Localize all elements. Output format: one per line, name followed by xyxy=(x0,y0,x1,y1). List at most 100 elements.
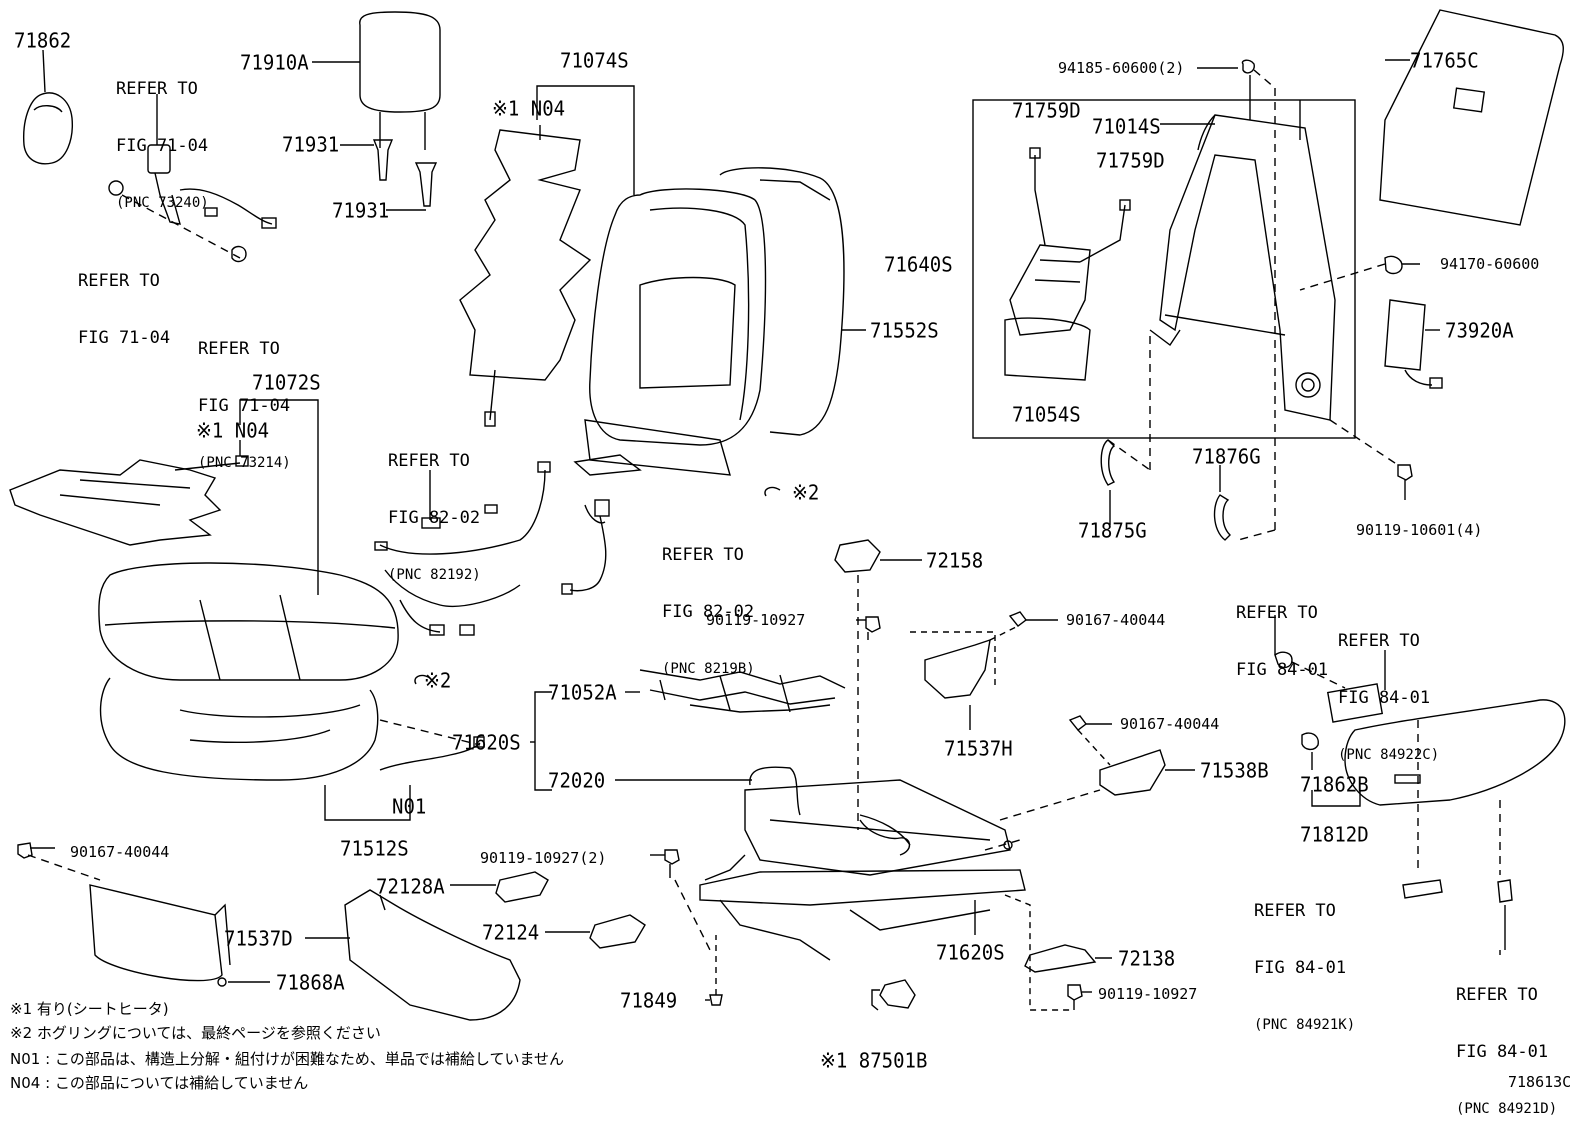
clip-71849-drawing xyxy=(705,935,723,1006)
headrest-guide-drawing xyxy=(340,139,438,211)
clip-94170-drawing xyxy=(1299,255,1420,291)
refer-to-fig-84-01-pnc-84921d: REFER TO FIG 84-01 (PNC 84921D) xyxy=(1456,948,1557,1138)
part-71876g-label: 71876G xyxy=(1192,444,1261,469)
refer-to-fig-71-04-pnc-73214: REFER TO FIG 71-04 (PNC 73214) xyxy=(198,302,291,492)
seat-cushion-drawing xyxy=(98,562,399,781)
part-94185-label: 94185-60600(2) xyxy=(1058,59,1185,77)
part-72158-label: 72158 xyxy=(926,548,984,573)
cover-71537d-drawing xyxy=(305,889,521,1021)
refer-line-1: REFER TO xyxy=(78,271,160,291)
refer-line-3: (PNC 82192) xyxy=(388,567,481,583)
part-90167-40044-label-b: 90167-40044 xyxy=(1120,715,1220,733)
refer-line-1: REFER TO xyxy=(1236,603,1318,623)
part-71931-label-b: 71931 xyxy=(332,198,390,223)
part-71072s-label: 71072S xyxy=(252,370,321,395)
part-90167-40044-label-a: 90167-40044 xyxy=(1066,611,1166,629)
heater-pad-back-drawing xyxy=(459,125,592,427)
headrest-drawing xyxy=(312,11,441,150)
refer-line-3: (PNC 73214) xyxy=(198,455,291,471)
part-90119-10927-2-label: 90119-10927(2) xyxy=(480,849,607,867)
cover-71538b-drawing xyxy=(1068,715,1195,796)
refer-line-1: REFER TO xyxy=(198,339,280,359)
clip-94185-drawing xyxy=(1197,59,1276,541)
refer-line-2: FIG 71-04 xyxy=(116,136,209,156)
part-71862-label: 71862 xyxy=(14,28,72,53)
part-71849-label: 71849 xyxy=(620,988,678,1013)
refer-line-1: REFER TO xyxy=(1338,631,1420,651)
part-90119-10927-label-a: 90119-10927 xyxy=(706,611,806,629)
part-71875g-label: 71875G xyxy=(1078,518,1147,543)
hog-ring-mark-upper xyxy=(764,486,781,497)
refer-line-1: REFER TO xyxy=(1456,985,1538,1005)
part-71512s-label: 71512S xyxy=(340,836,409,861)
n04-label-back: ※1 N04 xyxy=(492,96,566,121)
front-cover-drawing xyxy=(17,842,270,987)
part-71812d-label: 71812D xyxy=(1300,822,1369,847)
seat-parts-diagram xyxy=(9,9,1566,1021)
part-72124-label: 72124 xyxy=(482,920,540,945)
bolt-90119-10927-lower-drawing xyxy=(1067,984,1092,1010)
side-shield-drawing xyxy=(1274,650,1566,950)
seatback-frame-group-box xyxy=(972,99,1356,439)
seat-wire-harness-drawing xyxy=(374,461,551,636)
refer-line-3: (PNC 8219B) xyxy=(662,661,755,677)
cover-72128a-drawing xyxy=(450,871,549,903)
refer-line-2: FIG 84-01 xyxy=(1236,660,1329,680)
refer-line-1: REFER TO xyxy=(1254,901,1336,921)
cover-72124-drawing xyxy=(545,914,646,949)
n01-wire-drawing xyxy=(324,719,485,821)
refer-line-1: REFER TO xyxy=(662,545,744,565)
part-71759d-label-a: 71759D xyxy=(1012,98,1081,123)
refer-to-fig-82-02-pnc-8219b: REFER TO FIG 82-02 (PNC 8219B) xyxy=(662,508,755,698)
lumbar-support-drawing xyxy=(1004,147,1131,381)
cover-71537h-drawing xyxy=(910,611,1058,730)
part-71052a-label: 71052A xyxy=(548,680,617,705)
part-71640s-label: 71640S xyxy=(884,252,953,277)
bolt-90119-10927-upper-drawing xyxy=(856,616,881,640)
seat-frame-adjuster-drawing xyxy=(615,766,1101,961)
refer-to-fig-84-01: REFER TO FIG 84-01 xyxy=(1236,566,1328,699)
hog-ring-label-b: ※2 xyxy=(424,668,452,693)
seat-belt-buckle-drawing xyxy=(108,94,277,263)
refer-line-2: FIG 71-04 xyxy=(78,328,171,348)
refer-to-fig-71-04-pnc-73240: REFER TO FIG 71-04 (PNC 73240) xyxy=(116,42,209,232)
refer-line-2: FIG 84-01 xyxy=(1338,688,1431,708)
part-71014s-label: 71014S xyxy=(1092,114,1161,139)
part-71868a-label: 71868A xyxy=(276,970,345,995)
heater-pad-cushion-drawing xyxy=(9,440,249,546)
part-71910a-label: 71910A xyxy=(240,50,309,75)
refer-line-2: FIG 82-02 xyxy=(662,602,755,622)
refer-line-3: (PNC 73240) xyxy=(116,195,209,211)
refer-to-fig-82-02-pnc-82192: REFER TO FIG 82-02 (PNC 82192) xyxy=(388,414,481,604)
part-72138-label: 72138 xyxy=(1118,946,1176,971)
part-94170-label: 94170-60600 xyxy=(1440,255,1540,273)
hog-ring-label-a: ※2 xyxy=(792,480,820,505)
cover-72158-drawing xyxy=(834,539,922,830)
part-71862-drawing xyxy=(23,49,73,165)
footnote-1: ※1 有り(シートヒータ) xyxy=(10,1000,169,1018)
illustration-code: 718613C xyxy=(1508,1073,1572,1091)
cover-72138-drawing xyxy=(1004,894,1112,1011)
seatback-cover-leader xyxy=(536,85,635,195)
part-71620s-label-b: 71620S xyxy=(936,940,1005,965)
bolt-90119-10927-2-drawing xyxy=(650,849,711,951)
part-71537h-label: 71537H xyxy=(944,736,1013,761)
seatback-frame-drawing xyxy=(1149,75,1336,421)
part-71759d-label-b: 71759D xyxy=(1096,148,1165,173)
part-71931-label-a: 71931 xyxy=(282,132,340,157)
refer-line-3: (PNC 84921K) xyxy=(1254,1017,1356,1033)
seat-wire-8219b-drawing xyxy=(561,499,610,595)
part-71552s-label: 71552S xyxy=(870,318,939,343)
part-71862b-label: 71862B xyxy=(1300,772,1369,797)
part-72020-label: 72020 xyxy=(548,768,606,793)
hog-ring-mark-lower xyxy=(414,674,431,685)
footnote-2: ※2 ホグリングについては、最終ページを参照ください xyxy=(10,1024,381,1042)
part-71074s-label: 71074S xyxy=(560,48,629,73)
footnote-n01: N01 : この部品は、構造上分解・組付けが困難なため、単品では補給していません xyxy=(10,1050,565,1068)
part-72128a-label: 72128A xyxy=(376,874,445,899)
part-87501b-label: ※1 87501B xyxy=(820,1048,928,1073)
refer-to-fig-84-01-pnc-84922c: REFER TO FIG 84-01 (PNC 84922C) xyxy=(1338,594,1439,784)
back-board-drawing xyxy=(1379,9,1564,226)
refer-line-1: REFER TO xyxy=(116,79,198,99)
part-73920a-label: 73920A xyxy=(1445,318,1514,343)
